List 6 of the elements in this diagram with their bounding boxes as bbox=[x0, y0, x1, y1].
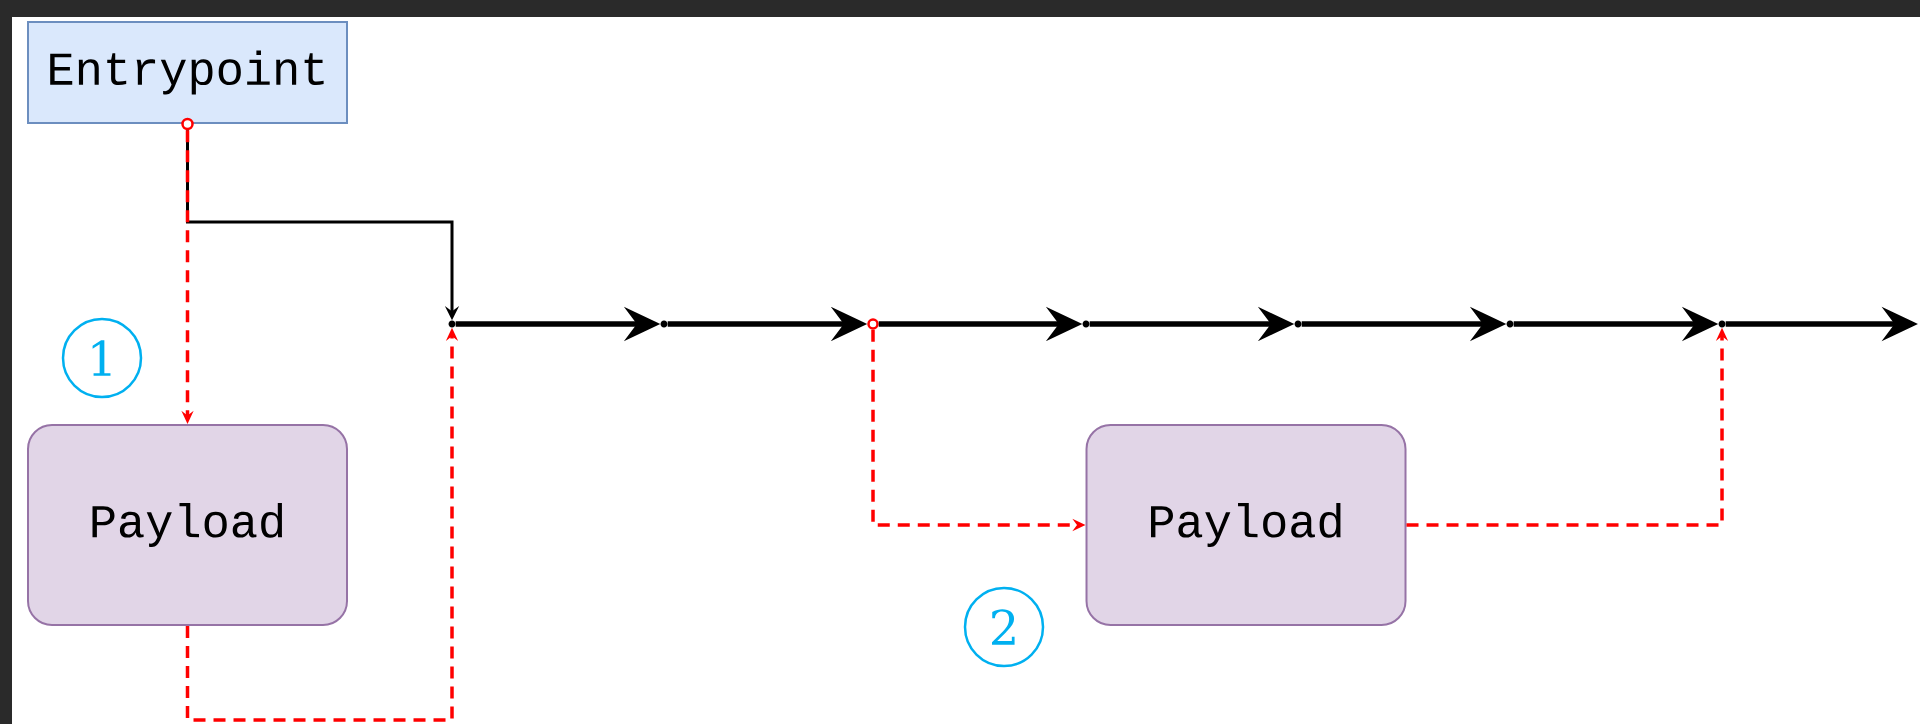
entry-box: Entrypoint bbox=[27, 21, 348, 124]
callout-number: 1 bbox=[61, 317, 143, 399]
callout-number: 2 bbox=[963, 586, 1045, 668]
junction-ring bbox=[867, 318, 879, 330]
payload-box: Payload bbox=[1085, 424, 1407, 626]
payload-box: Payload bbox=[27, 424, 348, 626]
